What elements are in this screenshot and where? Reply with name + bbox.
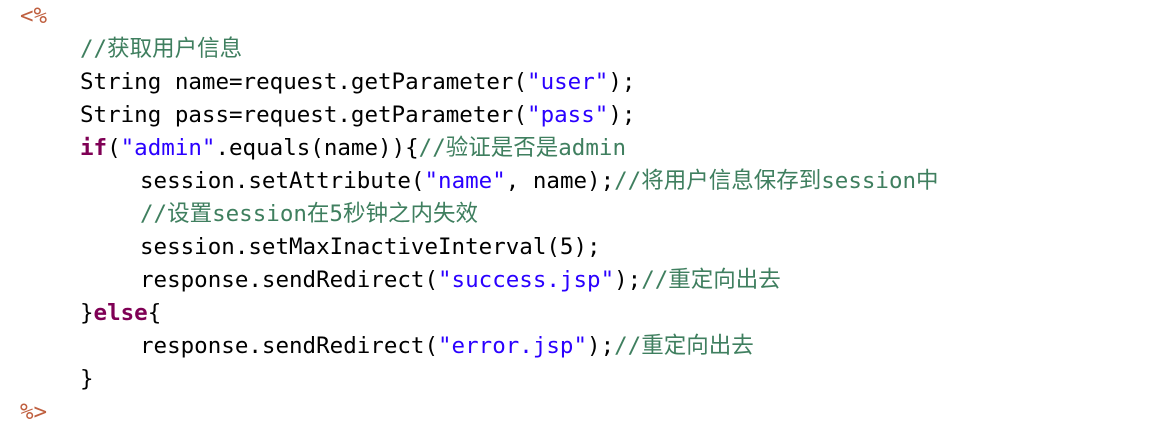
code-line: //设置session在5秒钟之内失效 (20, 198, 478, 231)
code-line: //获取用户信息 (20, 33, 242, 66)
keyword-token: if (80, 135, 108, 161)
code-text: session.setMaxInactiveInterval(5); (140, 234, 601, 260)
code-line: String name=request.getParameter("user")… (20, 66, 635, 99)
code-text: } (80, 300, 94, 326)
code-line: if("admin".equals(name)){//验证是否是admin (20, 132, 626, 165)
code-text: response.sendRedirect( (140, 333, 439, 359)
code-text: ); (608, 102, 636, 128)
code-text: } (80, 366, 94, 392)
code-text: String pass=request.getParameter( (80, 102, 528, 128)
code-text: , name); (505, 168, 615, 194)
code-line: session.setAttribute("name", name);//将用户… (20, 165, 939, 198)
code-line: response.sendRedirect("success.jsp");//重… (20, 264, 781, 297)
code-text: session.setAttribute( (140, 168, 425, 194)
code-line: session.setMaxInactiveInterval(5); (20, 231, 601, 264)
code-text: ); (587, 333, 615, 359)
string-literal: "user" (527, 69, 609, 95)
string-literal: "name" (424, 168, 506, 194)
code-line: %> (20, 396, 47, 429)
jsp-tag: %> (20, 399, 48, 425)
code-comment: //验证是否是admin (418, 135, 626, 161)
string-literal: "pass" (527, 102, 609, 128)
code-text: ); (608, 69, 636, 95)
jsp-tag: <% (20, 3, 48, 29)
code-line: response.sendRedirect("error.jsp");//重定向… (20, 330, 754, 363)
code-comment: //将用户信息保存到session中 (614, 168, 939, 194)
string-literal: "admin" (120, 135, 216, 161)
code-text: ( (107, 135, 121, 161)
code-text: response.sendRedirect( (140, 267, 439, 293)
keyword-token: else (93, 300, 148, 326)
code-comment: //设置session在5秒钟之内失效 (140, 201, 478, 227)
code-text: { (147, 300, 162, 326)
code-line: String pass=request.getParameter("pass")… (20, 99, 635, 132)
code-text: .equals(name)){ (215, 135, 419, 161)
code-text: ); (614, 267, 642, 293)
string-literal: "error.jsp" (438, 333, 588, 359)
string-literal: "success.jsp" (438, 267, 615, 293)
code-text: String name=request.getParameter( (80, 69, 528, 95)
code-line: <% (20, 0, 47, 33)
code-comment: //重定向出去 (641, 267, 781, 293)
code-comment: //重定向出去 (614, 333, 754, 359)
code-line: } (20, 363, 94, 396)
code-comment: //获取用户信息 (80, 36, 243, 62)
code-line: }else{ (20, 297, 161, 330)
